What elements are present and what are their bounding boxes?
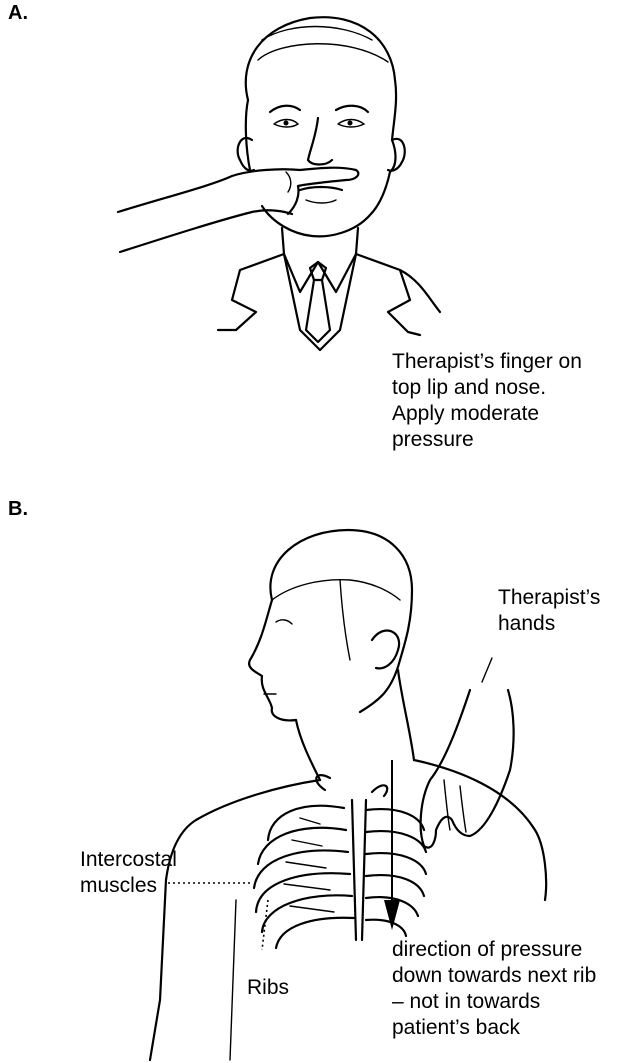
finger-knuckle xyxy=(286,172,291,192)
therapist-hand xyxy=(421,690,514,848)
jacket-left xyxy=(218,254,284,330)
caption-a-line-4: pressure xyxy=(392,427,474,453)
therapist-arm-upper xyxy=(118,168,358,214)
caption-a-line-3: Apply moderate xyxy=(392,401,539,427)
ear-b xyxy=(372,631,399,669)
direction-label-1: direction of pressure xyxy=(392,937,582,963)
ribs-label: Ribs xyxy=(247,975,289,1001)
nose xyxy=(308,118,332,165)
face-profile xyxy=(249,600,296,720)
hair-line-2 xyxy=(258,44,388,62)
head-b-outline xyxy=(270,530,412,712)
left-eyebrow xyxy=(270,106,300,112)
tie xyxy=(306,280,330,342)
caption-a-line-2: top lip and nose. xyxy=(392,375,546,401)
hair-part xyxy=(340,580,350,660)
direction-label-3: – not in towards xyxy=(392,989,540,1015)
therapist-arm-lower xyxy=(120,210,292,252)
panel-a-drawing xyxy=(118,17,440,350)
finger-line-1 xyxy=(444,780,450,830)
hairline-b xyxy=(272,580,400,600)
direction-label-2: down towards next rib xyxy=(392,963,596,989)
intercostal-label-1: Intercostal xyxy=(80,847,177,873)
intercostal-label-2: muscles xyxy=(80,873,157,899)
direction-label-4: patient’s back xyxy=(392,1015,520,1041)
neck-b-front xyxy=(296,720,320,780)
right-eyebrow xyxy=(336,106,368,112)
therapist-hands-label-1: Therapist’s xyxy=(498,585,600,611)
neck-b-back xyxy=(398,670,414,760)
collar xyxy=(284,254,356,292)
torso-side xyxy=(230,900,236,1060)
neck-right xyxy=(356,228,358,254)
caption-a-line-1: Therapist’s finger on xyxy=(392,349,582,375)
jacket-right xyxy=(356,254,420,335)
left-cheek xyxy=(246,100,250,170)
finger-line-2 xyxy=(460,786,466,832)
lower-lip xyxy=(306,200,336,203)
hands-leader xyxy=(482,658,492,682)
mouth xyxy=(300,187,342,190)
eye-b xyxy=(276,620,292,624)
ribcage-left xyxy=(254,775,354,948)
neck-left xyxy=(282,228,284,254)
therapist-hands-label-2: hands xyxy=(498,611,555,637)
